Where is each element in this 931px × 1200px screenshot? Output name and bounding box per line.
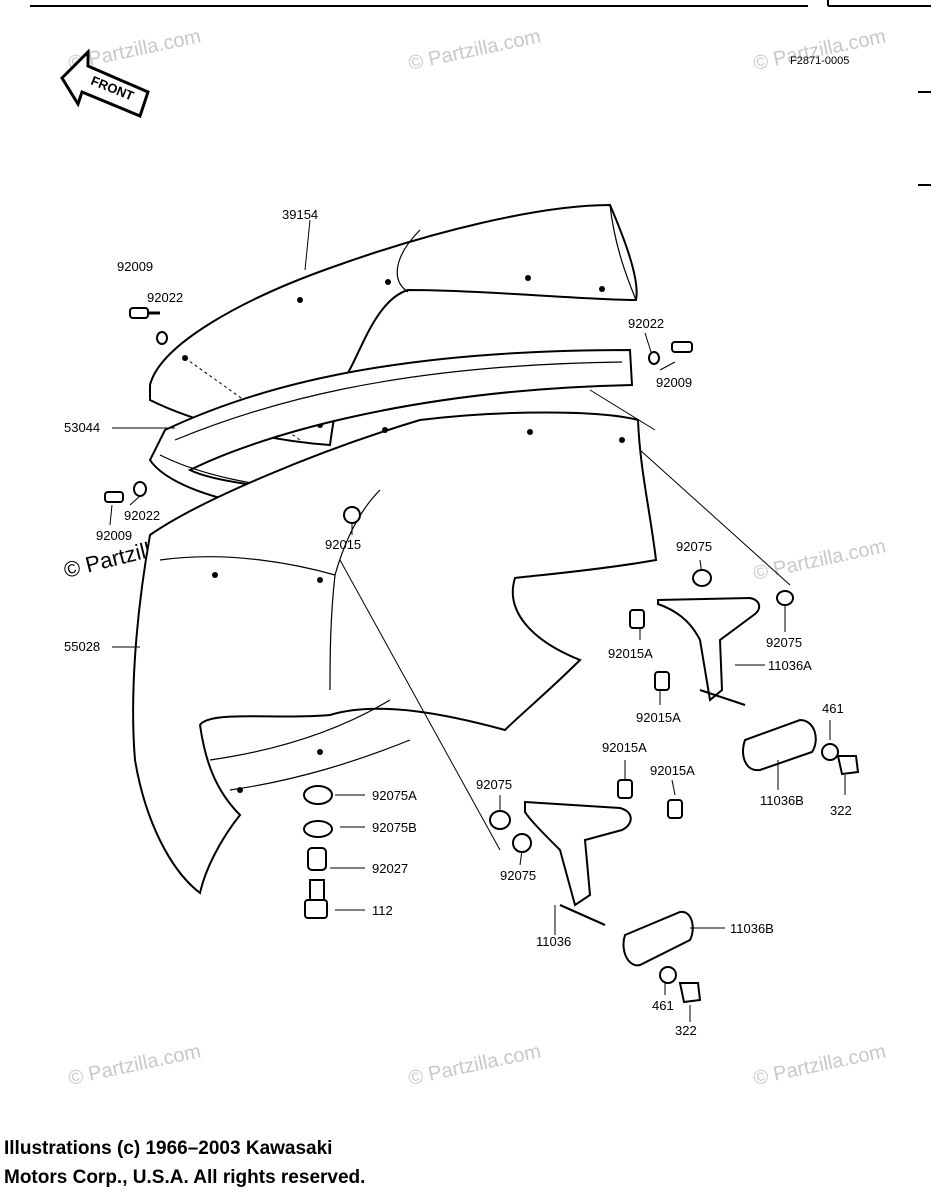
part-labels: 39154 92009 92022 92022 92009 53044 9202… — [64, 207, 852, 1038]
label-11036a: 11036A — [768, 658, 812, 673]
label-461-b: 461 — [652, 998, 674, 1013]
label-92075a: 92075A — [372, 788, 417, 803]
label-322-a: 322 — [830, 803, 852, 818]
label-39154: 39154 — [282, 207, 318, 222]
reference-code: F2871-0005 — [790, 55, 849, 67]
windshield — [149, 203, 638, 447]
label-92015a-d: 92015A — [650, 763, 695, 778]
label-92015: 92015 — [325, 537, 361, 552]
label-92022-b: 92022 — [628, 316, 664, 331]
watermark-7: © Partzilla.com — [406, 1040, 542, 1090]
label-92022-c: 92022 — [124, 508, 160, 523]
front-arrow: FRONT — [60, 48, 150, 119]
label-92009-c: 92009 — [96, 528, 132, 543]
label-92075-d: 92075 — [500, 868, 536, 883]
leader-lines — [109, 219, 846, 1022]
label-92022-a: 92022 — [147, 290, 183, 305]
watermark-3: © Partzilla.com — [751, 25, 887, 75]
label-92015a-b: 92015A — [636, 710, 681, 725]
label-112: 112 — [372, 903, 393, 918]
label-11036b-b: 11036B — [730, 921, 774, 936]
label-322-b: 322 — [675, 1023, 697, 1038]
hardware — [104, 307, 860, 1004]
label-92015a-c: 92015A — [602, 740, 647, 755]
label-92009-a: 92009 — [117, 259, 153, 274]
label-55028: 55028 — [64, 639, 100, 654]
watermark-2: © Partzilla.com — [406, 25, 542, 75]
label-11036: 11036 — [536, 934, 571, 949]
upper-cowl — [132, 411, 658, 895]
label-11036b-a: 11036B — [760, 793, 804, 808]
watermark-8: © Partzilla.com — [751, 1040, 887, 1090]
watermark-6: © Partzilla.com — [66, 1040, 202, 1090]
label-92075-c: 92075 — [476, 777, 512, 792]
label-92075-b: 92075 — [766, 635, 802, 650]
label-461-a: 461 — [822, 701, 844, 716]
label-92027: 92027 — [372, 861, 408, 876]
copyright-notice: Illustrations (c) 1966–2003 Kawasaki Mot… — [4, 1134, 365, 1192]
copyright-line-1: Illustrations (c) 1966–2003 Kawasaki — [4, 1138, 333, 1159]
bracket-11036 — [524, 800, 694, 967]
watermark-5: © Partzilla.com — [751, 535, 887, 585]
label-92009-b: 92009 — [656, 375, 692, 390]
label-92015a-a: 92015A — [608, 646, 653, 661]
bracket-11036a — [657, 596, 817, 772]
label-92075-a: 92075 — [676, 539, 712, 554]
copyright-line-2: Motors Corp., U.S.A. All rights reserved… — [4, 1167, 366, 1188]
top-border — [30, 0, 931, 186]
label-92075b: 92075B — [372, 820, 417, 835]
label-53044: 53044 — [64, 420, 100, 435]
